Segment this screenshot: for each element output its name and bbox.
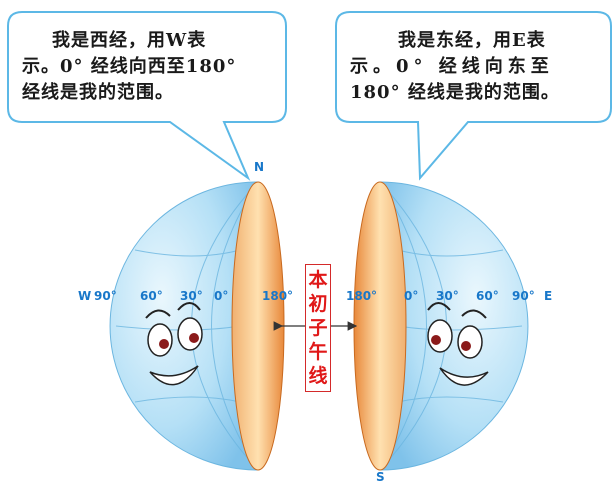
west-speech-bubble <box>7 11 287 181</box>
west-hemisphere <box>109 181 285 471</box>
east-longitude-label: 0° <box>404 289 419 303</box>
east-side-letter: E <box>544 289 553 303</box>
east-globe-face <box>427 302 489 386</box>
west-bubble-line: 示。0° 经线向西至180° <box>22 56 237 77</box>
east-hemisphere <box>353 181 529 471</box>
west-bubble-text: 我是西经，用W表 示。0° 经线向西至180° 经线是我的范围。 <box>22 28 236 106</box>
south-pole-label: S <box>376 470 385 484</box>
west-cut-face <box>231 181 285 471</box>
east-bubble-line: 180° 经线是我的范围。 <box>350 82 560 103</box>
prime-meridian-char: 子 <box>308 317 328 339</box>
west-bubble-line: 经线是我的范围。 <box>22 82 174 103</box>
west-bubble-line: 我是西经，用W表 <box>52 30 207 51</box>
west-longitude-label: 180° <box>262 289 294 303</box>
east-longitude-label: 60° <box>476 289 499 303</box>
west-side-letter: W <box>78 289 92 303</box>
east-longitude-label: 90° <box>512 289 535 303</box>
prime-meridian-char: 线 <box>308 365 328 387</box>
west-longitude-label: 0° <box>214 289 229 303</box>
east-longitude-label: 180° <box>346 289 378 303</box>
prime-meridian-char: 初 <box>308 293 328 315</box>
west-longitude-label: 90° <box>94 289 117 303</box>
prime-meridian-label: 本 初 子 午 线 <box>305 264 331 392</box>
prime-meridian-char: 午 <box>308 341 328 363</box>
west-longitude-label: 30° <box>180 289 203 303</box>
east-bubble-line: 示。0° 经线向东至 <box>350 56 554 77</box>
west-longitude-label: 60° <box>140 289 163 303</box>
east-bubble-text: 我是东经，用E表 示。0° 经线向东至 180° 经线是我的范围。 <box>350 28 560 106</box>
east-longitude-label: 30° <box>436 289 459 303</box>
east-speech-bubble <box>335 11 612 181</box>
prime-meridian-char: 本 <box>308 269 328 291</box>
east-bubble-line: 我是东经，用E表 <box>398 30 546 51</box>
east-cut-face <box>353 181 407 471</box>
west-globe-face <box>145 302 203 386</box>
north-pole-label: N <box>254 160 265 174</box>
